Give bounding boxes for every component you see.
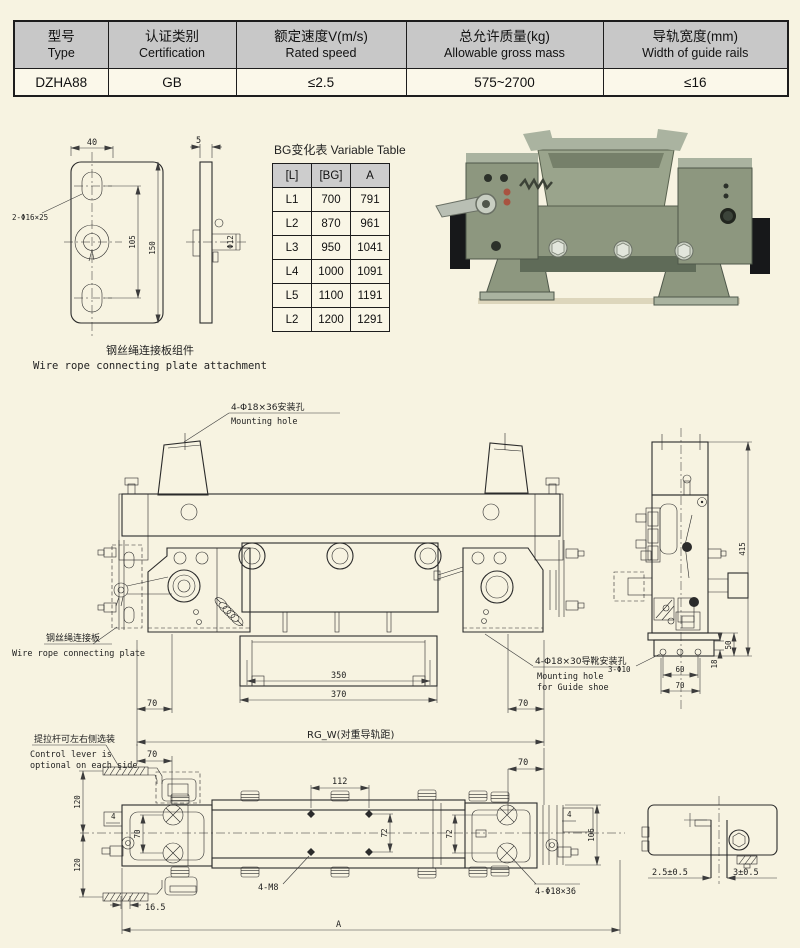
dim-70-block-left: 70 <box>133 829 142 839</box>
plate-slot-label: 2-Φ16×25 <box>12 213 48 222</box>
front-view: 4-Φ18×36安装孔 Mounting hole <box>12 401 627 746</box>
plate-caption-en: Wire rope connecting plate attachment <box>33 360 267 372</box>
wire-rope-plate-assembly <box>97 540 143 630</box>
dim-350: 350 <box>331 671 346 681</box>
plan-view: 提拉杆可左右侧选装 Control lever is optional on e… <box>30 733 625 934</box>
dim-overall-a: A <box>336 920 341 930</box>
wire-rope-plate-label-en: Wire rope connecting plate <box>12 649 145 659</box>
dim-rail-thickness: 3±0.5 <box>733 868 759 878</box>
bg-col-l: [L] <box>272 163 312 188</box>
engineering-drawing: 4-Φ18×36安装孔 Mounting hole <box>12 401 778 934</box>
spring <box>519 177 553 191</box>
dim-106: 106 <box>587 828 596 842</box>
spec-value-row: DZHA88 GB ≤2.5 575~2700 ≤16 <box>13 68 789 97</box>
plate-dim-shaft: Φ12 <box>226 235 235 249</box>
dim-18: 18 <box>710 659 719 669</box>
spec-value-certification: GB <box>107 68 237 97</box>
dim-415: 415 <box>738 542 747 556</box>
plan-dim-70-left: 70 <box>147 750 157 760</box>
product-photo <box>435 129 770 306</box>
plate-front-view: 40 2-Φ16×25 105 150 <box>12 138 164 338</box>
wire-rope-plate-drawing: 40 2-Φ16×25 105 150 5 <box>12 136 267 372</box>
plan-dim-70-right: 70 <box>518 758 528 768</box>
bg-col-bg: [BG] <box>311 163 351 188</box>
dim-4-right: 4 <box>567 810 572 819</box>
dim-70-left: 70 <box>147 699 157 709</box>
plate-dim-width: 40 <box>87 138 97 148</box>
guide-shoe-hole-label-zh: 4-Φ18×30导靴安装孔 <box>535 655 627 667</box>
mounting-hole-label-en: Mounting hole <box>231 417 298 427</box>
dim-70-right: 70 <box>518 699 528 709</box>
side-view: 415 18 50 60 70 3-Φ10 <box>608 428 752 712</box>
spring <box>214 597 244 627</box>
right-pad <box>750 218 770 274</box>
m8-holes <box>307 810 373 856</box>
plate-dim-thickness: 5 <box>196 136 201 146</box>
spec-col-rail-width: 导轨宽度(mm)Width of guide rails <box>602 20 789 69</box>
control-lever-label-zh: 提拉杆可左右侧选装 <box>34 733 115 745</box>
spec-col-gross-mass: 总允许质量(kg)Allowable gross mass <box>405 20 604 69</box>
spec-value-type: DZHA88 <box>13 68 109 97</box>
plate-dim-pitch: 105 <box>128 235 137 249</box>
dim-72-right: 72 <box>445 829 454 838</box>
dim-370: 370 <box>331 690 346 700</box>
spec-value-gross-mass: 575~2700 <box>405 68 604 97</box>
mounting-hole-label-zh: 4-Φ18×36安装孔 <box>231 401 305 413</box>
dim-70-side: 70 <box>675 681 685 690</box>
control-lever-label-en2: optional on each side <box>30 761 137 771</box>
spec-value-rail-width: ≤16 <box>602 68 789 97</box>
plate-side-view: 5 Φ12 <box>186 136 248 324</box>
dim-72-mid: 72 <box>380 828 389 837</box>
guide-shoe-hole-label-en1: Mounting hole <box>537 672 604 682</box>
dim-120-top: 120 <box>73 795 82 809</box>
dim-4-left: 4 <box>111 812 116 821</box>
plate-dim-height: 150 <box>148 241 157 255</box>
beam-bolts <box>548 238 694 261</box>
foot-holes-label: 3-Φ10 <box>608 665 631 674</box>
spec-col-rated-speed: 额定速度V(m/s)Rated speed <box>235 20 407 69</box>
bg-table-title: BG变化表 Variable Table <box>274 143 406 157</box>
dim-rail-gauge: RG_W(对重导轨距) <box>307 728 394 741</box>
spec-value-rated-speed: ≤2.5 <box>235 68 407 97</box>
wire-rope-plate-label-zh: 钢丝绳连接板 <box>46 632 100 644</box>
dim-60: 60 <box>675 665 685 674</box>
slot-holes-label: 4-Φ18×36 <box>535 887 576 897</box>
control-lever-label-en1: Control lever is <box>30 750 112 760</box>
m8-label: 4-M8 <box>258 883 278 893</box>
plate-caption-zh: 钢丝绳连接板组件 <box>106 343 194 357</box>
left-pad <box>450 213 470 269</box>
dim-112: 112 <box>332 777 347 787</box>
rail-detail-view: 2.5±0.5 3±0.5 <box>641 796 778 884</box>
dim-50: 50 <box>724 640 733 650</box>
dim-16-5: 16.5 <box>145 903 165 913</box>
guide-shoe-hole-label-en2: for Guide shoe <box>537 683 609 693</box>
bg-col-a: A <box>350 163 390 188</box>
dim-120-bottom: 120 <box>73 858 82 872</box>
dim-rail-gap: 2.5±0.5 <box>652 868 688 878</box>
